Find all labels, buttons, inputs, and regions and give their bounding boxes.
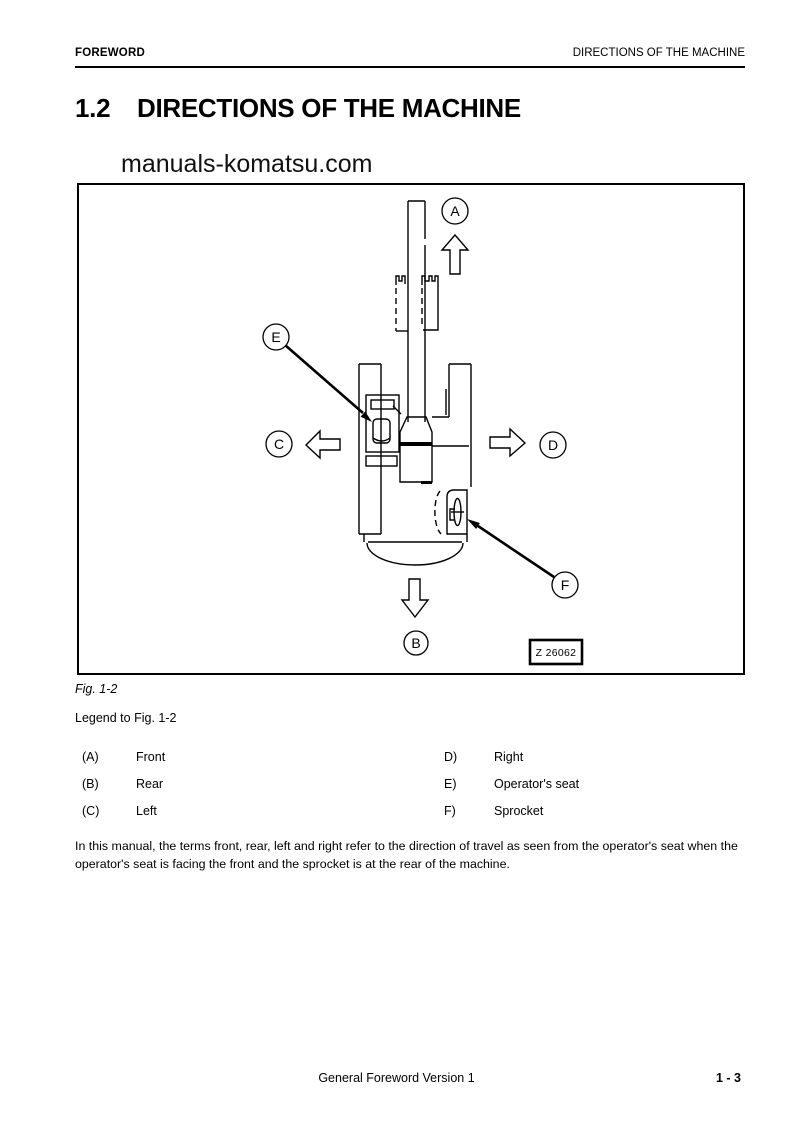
marker-a-circle (441, 197, 469, 225)
legend-heading: Legend to Fig. 1-2 (75, 711, 177, 725)
section-title-text: DIRECTIONS OF THE MACHINE (137, 93, 521, 123)
marker-f-letter: F (561, 577, 570, 593)
marker-b-letter: B (411, 635, 420, 651)
direction-arrows (304, 233, 527, 619)
sprocket (434, 489, 468, 535)
machine-outline (358, 200, 472, 566)
legend-label: Left (136, 804, 157, 818)
operator-seat (365, 394, 402, 467)
section-number: 1.2 (75, 93, 111, 123)
track-right (432, 363, 472, 542)
marker-e-circle (262, 323, 290, 351)
marker-d-letter: D (548, 437, 558, 453)
legend-key: (C) (82, 804, 100, 818)
footer-page-number: 1 - 3 (715, 1071, 741, 1085)
header-rule (75, 66, 745, 68)
drawing-number-plate: Z 26062 (528, 638, 584, 666)
legend-key: (A) (82, 750, 99, 764)
section-title: 1.2 DIRECTIONS OF THE MACHINE (75, 93, 521, 124)
marker-c-letter: C (274, 436, 284, 452)
machine-directions-diagram: A B C D E F Z 26062 (262, 197, 584, 666)
marker-c-circle (265, 430, 293, 458)
arrow-left-icon (304, 429, 341, 460)
figure-legend: (A) Front D) Right (B) Rear E) Operator'… (75, 750, 743, 831)
centre-column (399, 416, 433, 483)
boom (407, 200, 426, 422)
marker-b-circle (403, 630, 429, 656)
legend-key: (B) (82, 777, 99, 791)
attachment-left-prong (395, 275, 406, 285)
marker-f-circle (551, 571, 579, 599)
legend-key: D) (444, 750, 458, 764)
figure-caption: Fig. 1-2 (75, 682, 118, 696)
marker-a-letter: A (450, 203, 460, 219)
legend-label: Operator's seat (494, 777, 580, 791)
legend-key: E) (444, 777, 457, 791)
marker-d-circle (539, 431, 567, 459)
figure-1-2: A B C D E F Z 26062 (77, 183, 745, 675)
leader-f (477, 524, 555, 579)
body-paragraph: In this manual, the terms front, rear, l… (75, 839, 738, 871)
footer-document-title: General Foreword Version 1 (318, 1071, 475, 1085)
arrow-right-icon (489, 427, 527, 458)
marker-circles (262, 197, 579, 656)
watermark-text: manuals-komatsu.com (121, 150, 373, 178)
legend-key: F) (444, 804, 456, 818)
running-header-left: FOREWORD (75, 47, 145, 59)
legend-row: (B) Rear E) Operator's seat (75, 777, 743, 804)
leader-lines (284, 344, 555, 579)
drawing-number: Z 26062 (536, 647, 577, 659)
marker-e-letter: E (271, 329, 280, 345)
legend-label: Right (494, 750, 524, 764)
attachment-right-prong (421, 275, 439, 331)
arrow-front-icon (440, 233, 470, 275)
marker-letters: A B C D E F (271, 203, 569, 651)
arrow-rear-icon (400, 578, 430, 619)
running-header-right: DIRECTIONS OF THE MACHINE (572, 47, 745, 59)
legend-row: (C) Left F) Sprocket (75, 804, 743, 831)
rear-arc (366, 542, 464, 566)
legend-label: Front (136, 750, 166, 764)
legend-label: Sprocket (494, 804, 544, 818)
track-left (358, 363, 382, 542)
legend-label: Rear (136, 777, 164, 791)
leader-e (284, 344, 364, 414)
legend-row: (A) Front D) Right (75, 750, 743, 777)
